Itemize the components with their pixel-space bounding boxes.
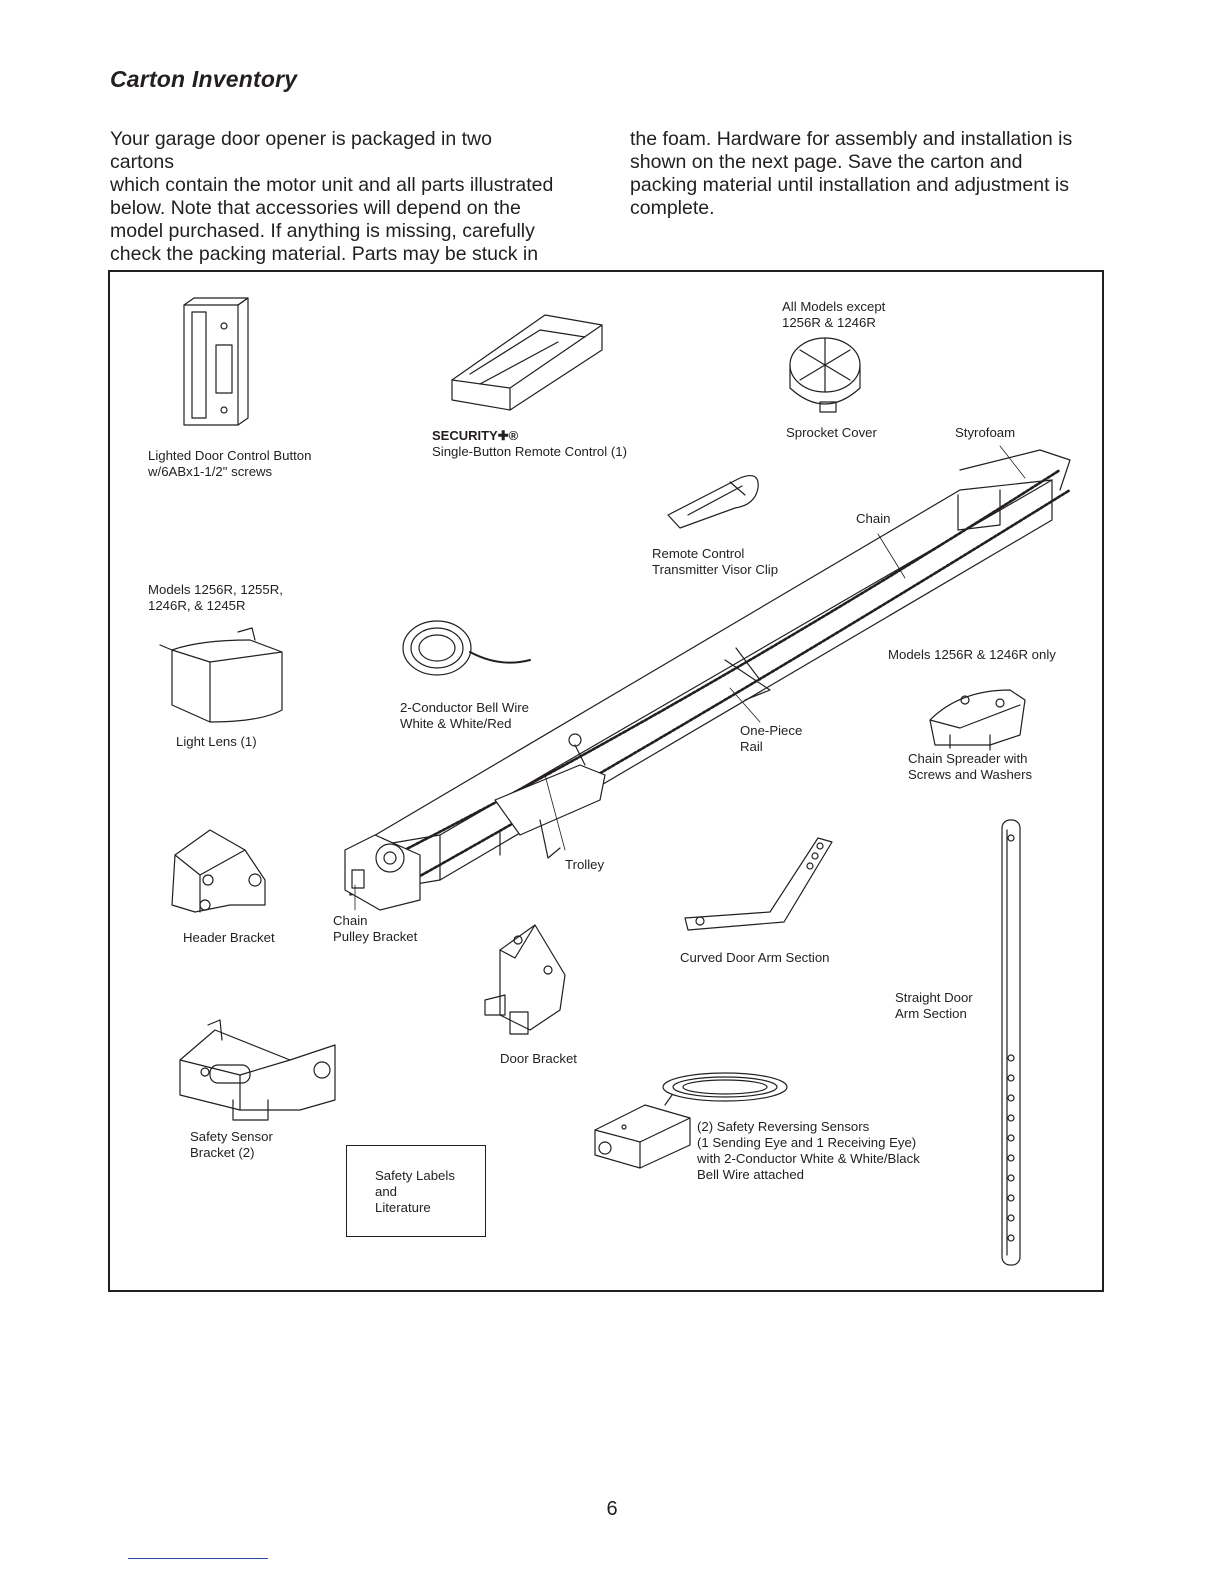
label-trolley: Trolley [565, 857, 605, 872]
safety-sensor-bracket-icon [180, 1020, 335, 1120]
label-safety-labels: Safety Labels and Literature [375, 1168, 455, 1216]
label-line: Arm Section [895, 1006, 967, 1021]
intro-line: complete. [630, 197, 715, 219]
chain-spreader-icon [930, 690, 1025, 750]
label-line: White & White/Red [400, 716, 512, 731]
label-line: Screws and Washers [908, 767, 1033, 782]
label-sprocket-cover: Sprocket Cover [786, 425, 877, 440]
visor-clip-icon [668, 476, 758, 528]
label-all-models: All Models except 1256R & 1246R [782, 299, 885, 331]
intro-left-column: Your garage door opener is packaged in t… [110, 128, 560, 266]
label-safety-sensors: (2) Safety Reversing Sensors (1 Sending … [697, 1119, 920, 1183]
curved-door-arm-icon [685, 838, 832, 930]
intro-line: Your garage door opener is packaged in t… [110, 128, 492, 173]
header-bracket-icon [172, 830, 265, 912]
label-curved-arm: Curved Door Arm Section [680, 950, 830, 965]
label-light-lens: Light Lens (1) [176, 734, 257, 749]
intro-line: the foam. Hardware for assembly and inst… [630, 128, 1073, 150]
label-line: Rail [740, 739, 763, 754]
label-line: Straight Door [895, 990, 973, 1005]
intro-line: which contain the motor unit and all par… [110, 174, 554, 196]
intro-line: model purchased. If anything is missing,… [110, 220, 535, 242]
safety-labels-box [346, 1145, 486, 1237]
label-line: 1246R, & 1245R [148, 598, 246, 613]
label-rail: One-Piece Rail [740, 723, 802, 755]
label-door-bracket: Door Bracket [500, 1051, 577, 1066]
label-line: All Models except [782, 299, 886, 314]
label-door-control: Lighted Door Control Button w/6ABx1-1/2"… [148, 448, 311, 480]
intro-line: below. Note that accessories will depend… [110, 197, 521, 219]
label-models-spreader: Models 1256R & 1246R only [888, 647, 1056, 662]
label-line: Chain [333, 913, 368, 928]
footer-rule [128, 1558, 268, 1559]
label-line: One-Piece [740, 723, 803, 738]
light-lens-icon [160, 628, 282, 722]
label-line: Lighted Door Control Button [148, 448, 312, 463]
label-line: (2) Safety Reversing Sensors [697, 1119, 870, 1134]
inventory-diagram-frame [108, 270, 1104, 1292]
label-line: Literature [375, 1200, 431, 1215]
straight-door-arm-icon [1002, 820, 1020, 1265]
label-line: with 2-Conductor White & White/Black [697, 1151, 920, 1166]
intro-line: check the packing material. Parts may be… [110, 243, 539, 265]
label-remote-control: Single-Button Remote Control (1) [432, 444, 627, 459]
label-line: Pulley Bracket [333, 929, 418, 944]
remote-control-icon [452, 315, 602, 410]
label-chain-spreader: Chain Spreader with Screws and Washers [908, 751, 1032, 783]
label-pulley-bracket: Chain Pulley Bracket [333, 913, 417, 945]
label-line: Safety Labels [375, 1168, 455, 1183]
label-security-brand: SECURITY✚® [432, 428, 519, 443]
intro-line: packing material until installation and … [630, 174, 1069, 196]
label-line: Chain Spreader with [908, 751, 1028, 766]
label-line: (1 Sending Eye and 1 Receiving Eye) [697, 1135, 917, 1150]
safety-sensor-icon [595, 1073, 787, 1168]
label-straight-arm: Straight Door Arm Section [895, 990, 973, 1022]
sprocket-cover-icon [790, 338, 860, 412]
door-bracket-icon [485, 925, 565, 1034]
label-line: and [375, 1184, 398, 1199]
label-line: 1256R & 1246R [782, 315, 876, 330]
door-control-button-icon [184, 298, 248, 425]
label-line: 2-Conductor Bell Wire [400, 700, 529, 715]
label-line: Transmitter Visor Clip [652, 562, 779, 577]
label-styrofoam: Styrofoam [955, 425, 1016, 440]
label-sensor-bracket: Safety Sensor Bracket (2) [190, 1129, 273, 1161]
label-models-lens: Models 1256R, 1255R, 1246R, & 1245R [148, 582, 283, 614]
intro-line: shown on the next page. Save the carton … [630, 151, 1023, 173]
label-line: Safety Sensor [190, 1129, 273, 1144]
leader-lines [355, 446, 1025, 910]
page-heading: Carton Inventory [110, 66, 298, 92]
label-header-bracket: Header Bracket [183, 930, 275, 945]
label-visor-clip: Remote Control Transmitter Visor Clip [652, 546, 778, 578]
label-line: w/6ABx1-1/2" screws [148, 464, 273, 479]
pulley-bracket-icon [345, 835, 420, 910]
bell-wire-coil-icon [403, 621, 530, 675]
label-line: Models 1256R, 1255R, [148, 582, 283, 597]
intro-right-column: the foam. Hardware for assembly and inst… [630, 128, 1100, 220]
label-line: Bell Wire attached [697, 1167, 805, 1182]
label-chain-top: Chain [856, 511, 891, 526]
label-line: Bracket (2) [190, 1145, 255, 1160]
label-bell-wire: 2-Conductor Bell Wire White & White/Red [400, 700, 529, 732]
label-line: Remote Control [652, 546, 745, 561]
trolley-icon [495, 734, 605, 858]
page-number: 6 [606, 1498, 618, 1520]
